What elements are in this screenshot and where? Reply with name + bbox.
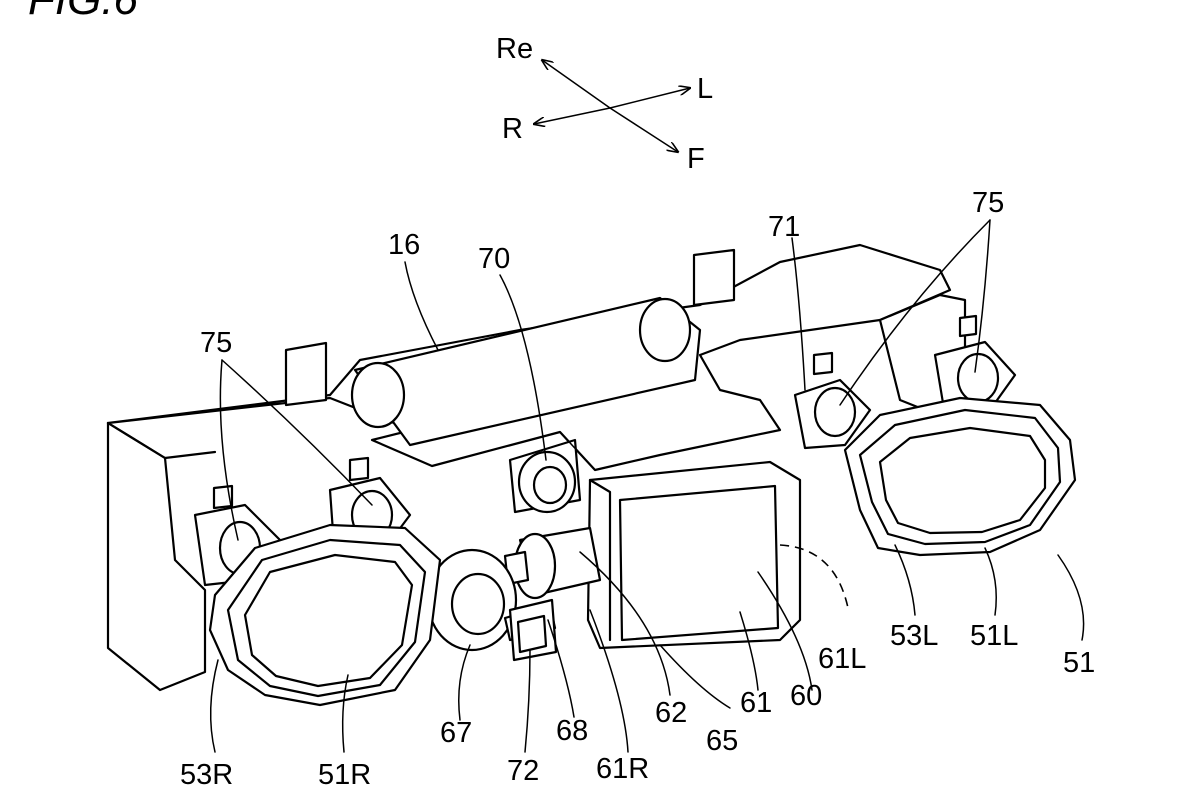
ref-70: 70: [478, 243, 510, 275]
ref-72: 72: [507, 755, 539, 787]
ref-60: 60: [790, 680, 822, 712]
ref-67: 67: [440, 717, 472, 749]
ref-61L: 61L: [818, 643, 866, 675]
cross-member-16: [350, 296, 702, 447]
hidden-line-61L: [779, 544, 849, 609]
sensor-72: [508, 598, 558, 662]
headlamp-51L: [793, 340, 1077, 557]
leader-lines: [209, 219, 1085, 753]
ref-61: 61: [740, 687, 772, 719]
ref-62: 62: [655, 697, 687, 729]
ref-51: 51: [1063, 647, 1095, 679]
direction-compass: Re L R F: [496, 33, 713, 175]
direction-front-label: F: [687, 143, 705, 175]
direction-right-label: R: [502, 113, 523, 145]
ref-61R: 61R: [596, 753, 649, 785]
figure-label: FIG.6: [28, 0, 139, 24]
ref-65: 65: [706, 725, 738, 757]
ref-51R: 51R: [318, 759, 371, 791]
ref-51L: 51L: [970, 620, 1018, 652]
ref-16: 16: [388, 229, 420, 261]
mount-70: [508, 438, 582, 514]
direction-left-label: L: [697, 73, 713, 105]
ref-68: 68: [556, 715, 588, 747]
ref-75-right: 75: [972, 187, 1004, 219]
reference-numerals: 16 70 71 75 75 51 51L 53L 61L 60 61 65 6…: [180, 187, 1095, 791]
headlamp-51R: [193, 476, 442, 707]
ref-53R: 53R: [180, 759, 233, 791]
ref-71: 71: [768, 211, 800, 243]
ref-75-left: 75: [200, 327, 232, 359]
direction-rear-label: Re: [496, 33, 533, 65]
ref-53L: 53L: [890, 620, 938, 652]
connector-62: [503, 526, 602, 600]
